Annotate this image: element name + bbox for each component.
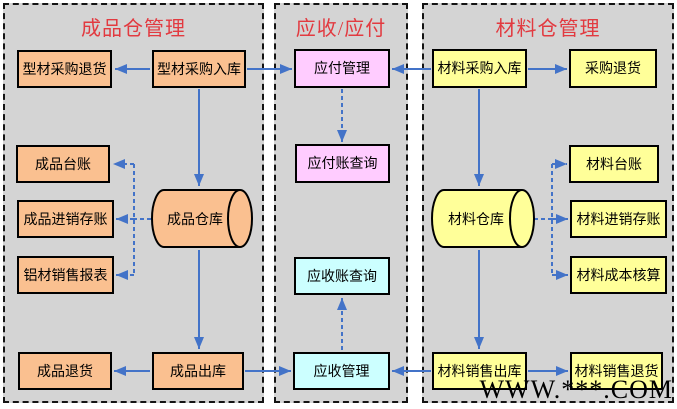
node-receivable-query: 应收账查询 [294,257,390,295]
cylinder-shape [151,189,253,248]
node-receivable-mgmt: 应收管理 [293,352,390,390]
node-profile-purchase-return: 型材采购退货 [17,50,112,88]
node-material-ledger: 材料台账 [569,145,659,183]
node-material-purchase-in: 材料采购入库 [432,49,527,88]
node-material-cost-accounting: 材料成本核算 [570,256,667,294]
node-profile-purchase-in: 型材采购入库 [152,50,246,88]
node-material-psi-account: 材料进销存账 [570,200,667,238]
node-finished-psi-account: 成品进销存账 [17,200,114,238]
panel-material-title: 材料仓管理 [495,18,601,40]
node-finished-ledger: 成品台账 [16,145,110,183]
panel-finished-goods-title: 成品仓管理 [81,18,186,40]
node-payable-query: 应付账查询 [295,144,390,183]
node-material-sales-out: 材料销售出库 [432,352,527,390]
node-aluminum-sales-report: 铝材销售报表 [17,256,114,294]
node-goods-out: 成品出库 [152,352,244,390]
node-material-warehouse-label: 材料仓库 [448,210,504,227]
node-material-sales-return: 材料销售退货 [570,352,663,390]
node-finished-warehouse-cylinder: 成品仓库 [151,189,253,248]
node-finished-warehouse-label: 成品仓库 [167,210,223,227]
watermark: WWW.***.COM [479,375,673,404]
node-payable-mgmt: 应付管理 [294,49,390,88]
node-material-warehouse-cylinder: 材料仓库 [431,189,535,248]
panel-receivable-payable-title: 应收/应付 [295,18,387,40]
node-goods-return: 成品退货 [18,352,112,390]
cylinder-shape [431,189,535,248]
node-material-purchase-return: 采购退货 [569,49,657,88]
